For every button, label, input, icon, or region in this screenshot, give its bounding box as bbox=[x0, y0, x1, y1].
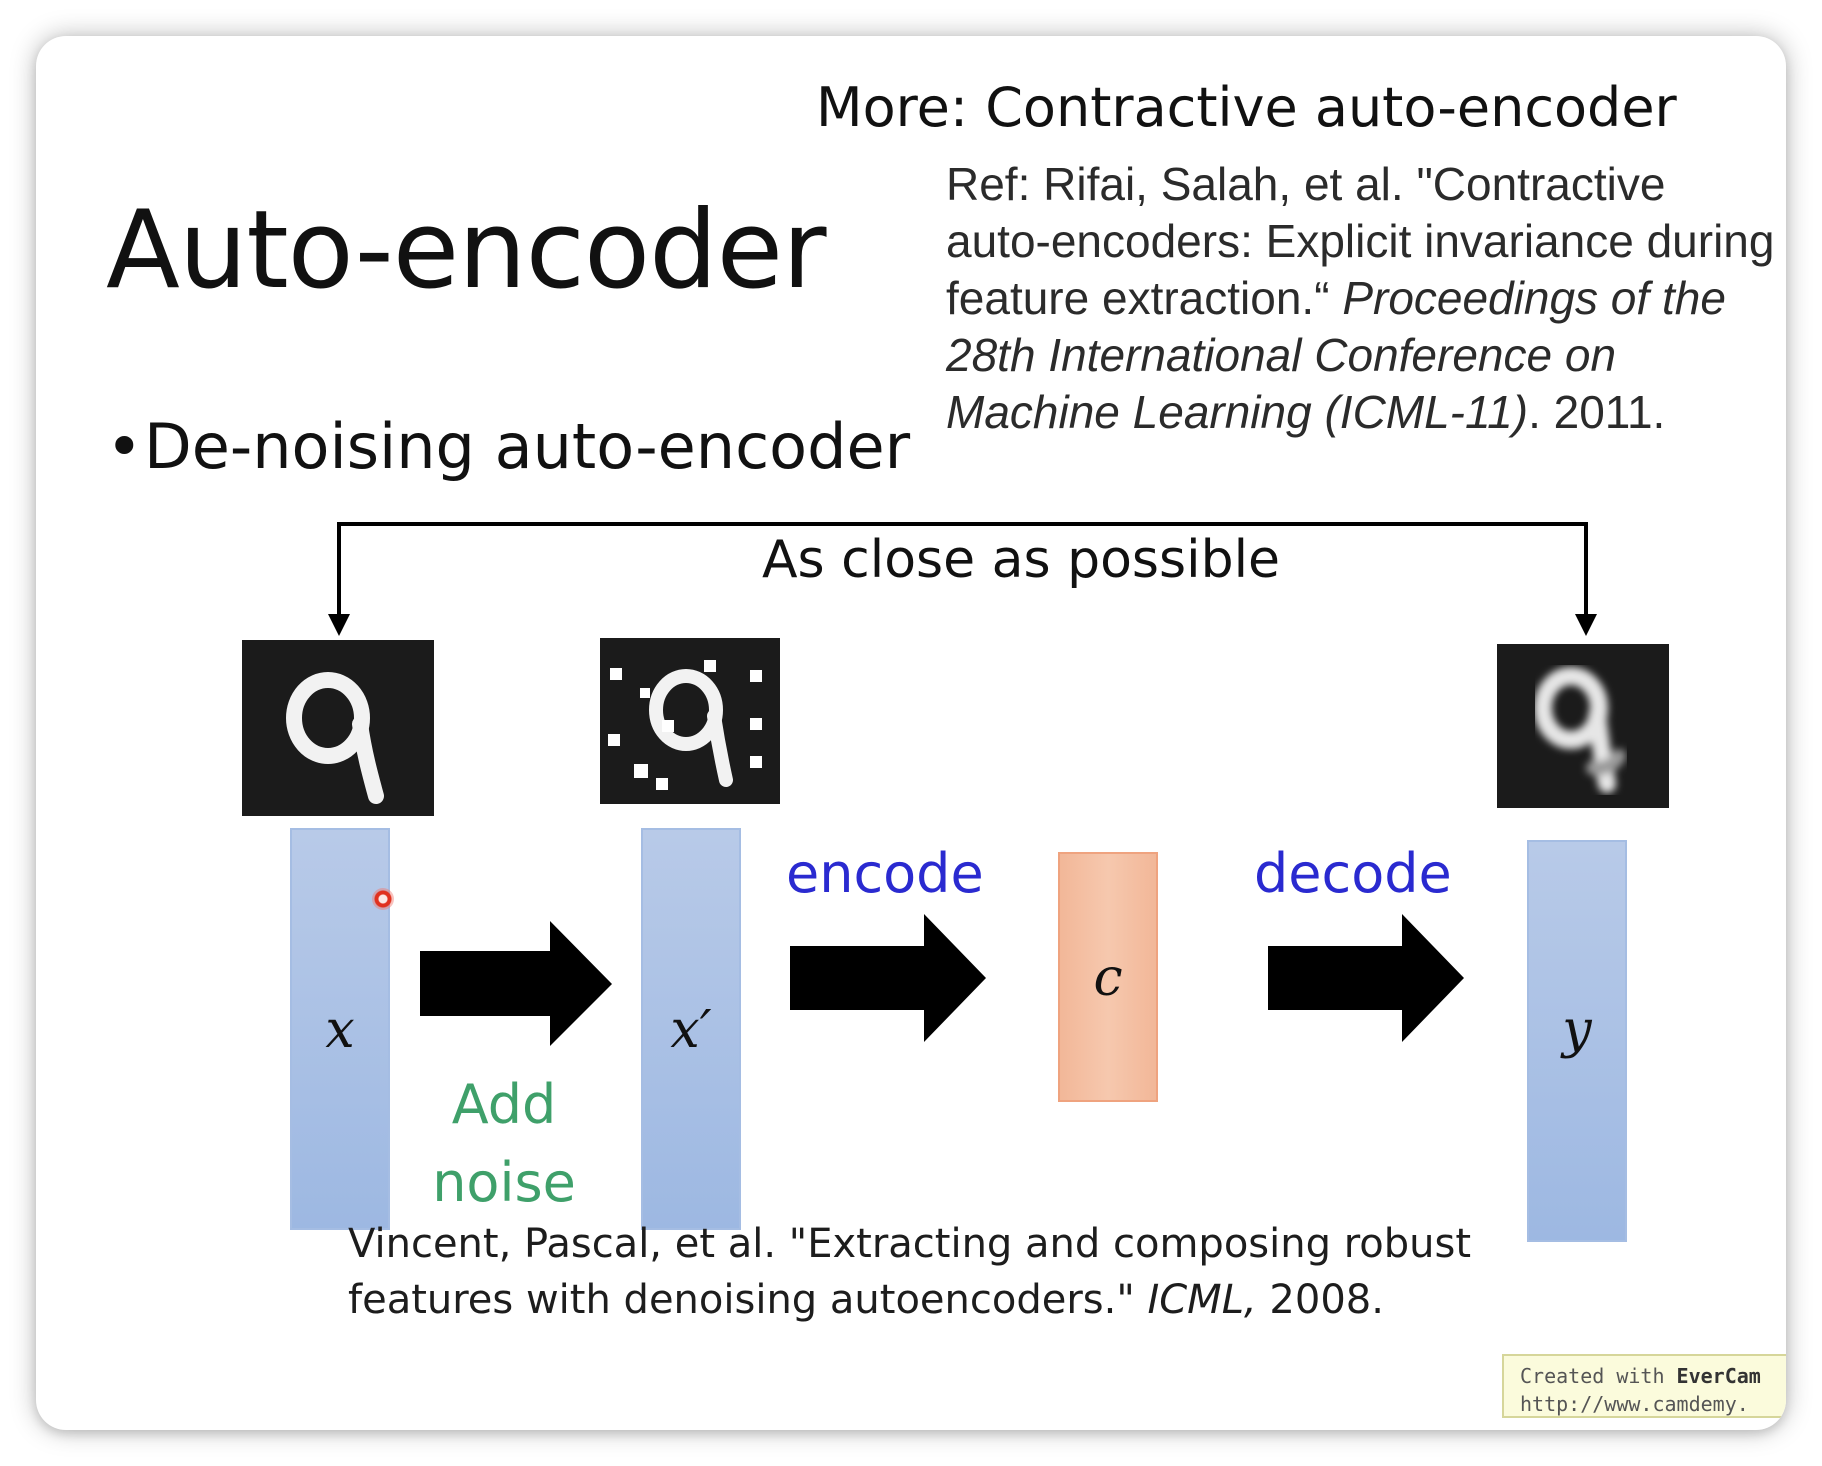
code-box-c bbox=[1058, 852, 1158, 1102]
noisy-vector-x-prime bbox=[641, 828, 741, 1230]
decode-label: decode bbox=[1254, 842, 1452, 905]
evercam-watermark: Created with EverCam http://www.camdemy. bbox=[1502, 1354, 1786, 1418]
input-vector-label: x bbox=[325, 1000, 355, 1060]
watermark-line-2: http://www.camdemy. bbox=[1520, 1392, 1749, 1416]
loop-arrowhead-left-icon bbox=[328, 614, 350, 636]
watermark-line-1: Created with EverCam bbox=[1520, 1362, 1786, 1390]
code-label: c bbox=[1093, 948, 1123, 1008]
reference-plain-2: . 2011. bbox=[1528, 386, 1666, 438]
citation-venue: ICML, bbox=[1147, 1277, 1257, 1323]
bullet-item: •De-noising auto-encoder bbox=[106, 410, 910, 483]
noisy-vector-label: x′ bbox=[670, 1000, 712, 1060]
output-vector-label: y bbox=[1562, 1000, 1592, 1060]
output-vector-y bbox=[1527, 840, 1627, 1242]
bullet-dot-icon: • bbox=[106, 410, 143, 483]
reconstructed-digit-image bbox=[1497, 644, 1669, 808]
encode-arrow-icon bbox=[790, 914, 986, 1042]
encode-label: encode bbox=[786, 842, 984, 905]
original-digit-image bbox=[242, 640, 434, 816]
add-noise-arrow-icon bbox=[420, 921, 612, 1046]
diagram-connectors bbox=[328, 522, 1597, 1046]
watermark-prefix: Created with bbox=[1520, 1364, 1677, 1388]
reference-venue: Proceedings of the 28th International Co… bbox=[946, 272, 1726, 438]
more-title: More: Contractive auto-encoder bbox=[816, 76, 1677, 139]
loop-arrowhead-right-icon bbox=[1575, 614, 1597, 636]
decode-arrow-icon bbox=[1268, 914, 1464, 1042]
citation-year: 2008. bbox=[1256, 1277, 1384, 1323]
slide-title: Auto-encoder bbox=[106, 188, 826, 313]
watermark-brand: EverCam bbox=[1676, 1364, 1761, 1388]
citation: Vincent, Pascal, et al. "Extracting and … bbox=[348, 1216, 1648, 1328]
citation-text: Vincent, Pascal, et al. "Extracting and … bbox=[348, 1221, 1472, 1323]
slide-window: Auto-encoder More: Contractive auto-enco… bbox=[36, 36, 1786, 1430]
bullet-text: De-noising auto-encoder bbox=[144, 410, 911, 483]
add-noise-label: Add noise bbox=[416, 1066, 592, 1222]
noisy-digit-image bbox=[600, 638, 780, 804]
loop-label: As close as possible bbox=[761, 530, 1281, 590]
cursor-marker-icon bbox=[372, 888, 394, 910]
reference-text: Ref: Rifai, Salah, et al. "Contractive a… bbox=[946, 156, 1776, 441]
loop-arrow bbox=[328, 522, 1597, 636]
add-noise-line-1: Add bbox=[451, 1073, 557, 1136]
add-noise-line-2: noise bbox=[432, 1151, 576, 1214]
reference-plain-1: Ref: Rifai, Salah, et al. "Contractive a… bbox=[946, 158, 1775, 324]
